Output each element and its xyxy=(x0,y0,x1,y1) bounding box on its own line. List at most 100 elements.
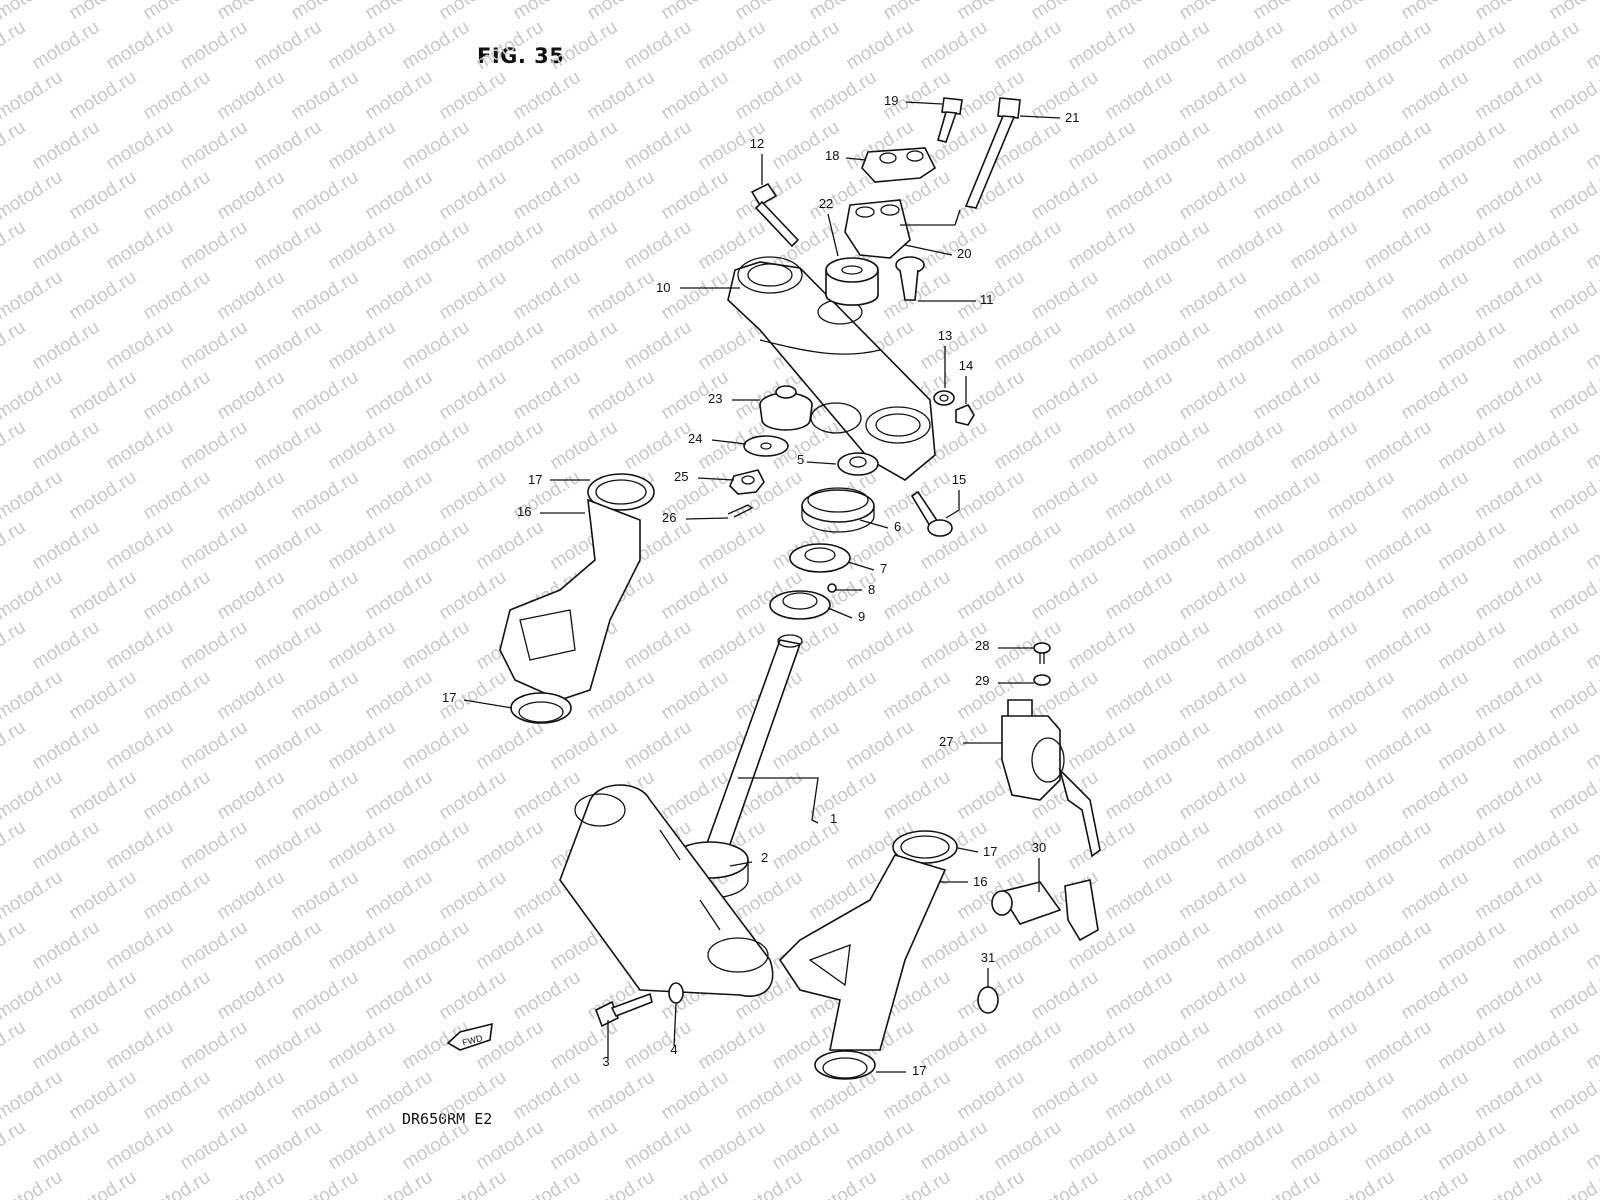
watermark-text: motod.ru xyxy=(66,567,141,625)
watermark-text: motod.ru xyxy=(1324,267,1399,325)
nut-14-part xyxy=(955,403,975,426)
watermark-text: motod.ru xyxy=(214,967,289,1025)
watermark-text: motod.ru xyxy=(140,67,215,125)
watermark-text: motod.ru xyxy=(1583,417,1600,475)
callout-label-4: 4 xyxy=(670,1042,677,1057)
watermark-text: motod.ru xyxy=(473,417,548,475)
watermark-text: motod.ru xyxy=(658,1167,733,1200)
watermark-text: motod.ru xyxy=(1139,1017,1214,1075)
figure-title: FIG. 35 xyxy=(477,44,565,68)
watermark-text: motod.ru xyxy=(473,717,548,775)
watermark-text: motod.ru xyxy=(1435,117,1510,175)
callout-label-23: 23 xyxy=(708,391,722,406)
watermark-text: motod.ru xyxy=(1139,917,1214,975)
watermark-text: motod.ru xyxy=(510,167,585,225)
watermark-text: motod.ru xyxy=(1065,717,1140,775)
watermark-text: motod.ru xyxy=(843,617,918,675)
callout-label-5: 5 xyxy=(797,452,804,467)
watermark-text: motod.ru xyxy=(214,367,289,425)
watermark-text: motod.ru xyxy=(1102,967,1177,1025)
leader-line-24 xyxy=(711,439,747,445)
watermark-text: motod.ru xyxy=(843,717,918,775)
watermark-text: motod.ru xyxy=(0,967,66,1025)
watermark-text: motod.ru xyxy=(1472,1067,1547,1125)
watermark-text: motod.ru xyxy=(1509,817,1584,875)
bushing-22-part xyxy=(825,257,879,306)
forward-indicator: FWD xyxy=(446,1022,493,1051)
watermark-text: motod.ru xyxy=(1472,967,1547,1025)
watermark-text: motod.ru xyxy=(251,17,326,75)
watermark-text: motod.ru xyxy=(1472,167,1547,225)
watermark-text: motod.ru xyxy=(991,517,1066,575)
watermark-text: motod.ru xyxy=(1028,267,1103,325)
watermark-text: motod.ru xyxy=(1435,617,1510,675)
watermark-text: motod.ru xyxy=(510,267,585,325)
watermark-text: motod.ru xyxy=(29,17,104,75)
watermark-text: motod.ru xyxy=(140,767,215,825)
watermark-text: motod.ru xyxy=(103,517,178,575)
watermark-text: motod.ru xyxy=(399,117,474,175)
callout-label-17b: 17 xyxy=(442,690,456,705)
watermark-text: motod.ru xyxy=(362,867,437,925)
watermark-text: motod.ru xyxy=(1398,867,1473,925)
watermark-text: motod.ru xyxy=(621,17,696,75)
watermark-text: motod.ru xyxy=(1324,0,1399,24)
watermark-text: motod.ru xyxy=(251,217,326,275)
watermark-text: motod.ru xyxy=(325,117,400,175)
callout-label-20: 20 xyxy=(957,246,971,261)
callout-label-14: 14 xyxy=(959,358,973,373)
watermark-text: motod.ru xyxy=(1509,417,1584,475)
watermark-text: motod.ru xyxy=(1287,417,1362,475)
leader-line-21 xyxy=(1019,115,1061,119)
watermark-text: motod.ru xyxy=(1250,267,1325,325)
watermark-text: motod.ru xyxy=(1361,617,1436,675)
callout-label-12: 12 xyxy=(750,136,764,151)
watermark-text: motod.ru xyxy=(251,517,326,575)
watermark-text: motod.ru xyxy=(1139,317,1214,375)
watermark-text: motod.ru xyxy=(1398,0,1473,24)
watermark-text: motod.ru xyxy=(66,67,141,125)
watermark-text: motod.ru xyxy=(0,0,66,24)
handlebar-holder-part xyxy=(844,147,937,259)
washer-13-part xyxy=(933,390,955,406)
watermark-text: motod.ru xyxy=(1398,1167,1473,1200)
watermark-text: motod.ru xyxy=(1583,1017,1600,1075)
model-code: DR650RM E2 xyxy=(402,1110,493,1128)
watermark-text: motod.ru xyxy=(1102,0,1177,24)
watermark-text: motod.ru xyxy=(658,167,733,225)
watermark-text: motod.ru xyxy=(1287,1017,1362,1075)
callout-label-19: 19 xyxy=(884,93,898,108)
watermark-text: motod.ru xyxy=(1250,867,1325,925)
callout-label-26: 26 xyxy=(662,510,676,525)
leader-line-19 xyxy=(905,101,943,105)
watermark-text: motod.ru xyxy=(1065,817,1140,875)
watermark-text: motod.ru xyxy=(436,967,511,1025)
watermark-text: motod.ru xyxy=(325,517,400,575)
watermark-text: motod.ru xyxy=(1583,817,1600,875)
watermark-text: motod.ru xyxy=(103,117,178,175)
watermark-text: motod.ru xyxy=(399,417,474,475)
watermark-text: motod.ru xyxy=(658,567,733,625)
watermark-text: motod.ru xyxy=(1398,967,1473,1025)
bolt-21-part xyxy=(900,97,1021,226)
watermark-text: motod.ru xyxy=(917,17,992,75)
watermark-text: motod.ru xyxy=(1250,467,1325,525)
watermark-text: motod.ru xyxy=(1509,117,1584,175)
watermark-text: motod.ru xyxy=(29,517,104,575)
watermark-text: motod.ru xyxy=(0,317,29,375)
watermark-text: motod.ru xyxy=(1028,567,1103,625)
watermark-text: motod.ru xyxy=(251,817,326,875)
watermark-text: motod.ru xyxy=(473,517,548,575)
watermark-text: motod.ru xyxy=(1472,0,1547,24)
leader-line-26 xyxy=(685,517,729,520)
watermark-text: motod.ru xyxy=(140,567,215,625)
watermark-text: motod.ru xyxy=(1509,217,1584,275)
watermark-text: motod.ru xyxy=(1509,917,1584,975)
watermark-text: motod.ru xyxy=(0,1167,66,1200)
watermark-text: motod.ru xyxy=(1324,367,1399,425)
watermark-text: motod.ru xyxy=(29,717,104,775)
watermark-text: motod.ru xyxy=(584,0,659,24)
watermark-text: motod.ru xyxy=(1176,667,1251,725)
